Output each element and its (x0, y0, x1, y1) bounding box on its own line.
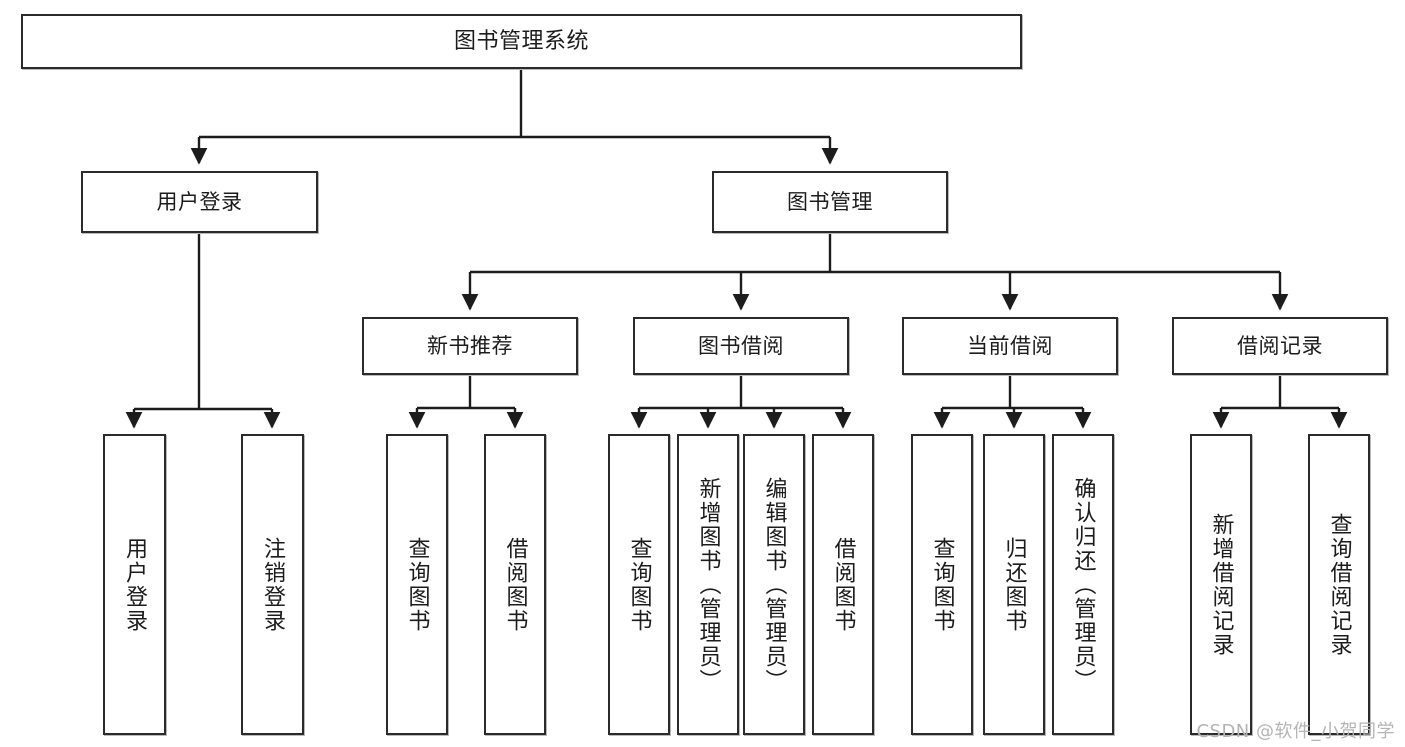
node-label: 归还图书 (1001, 536, 1027, 633)
watermark-text: CSDN @软件_小贺同学 (1196, 721, 1395, 742)
node-leaf-user-login[interactable]: 用户登录 (103, 434, 166, 735)
node-label: 新增借阅记录 (1208, 512, 1234, 657)
node-label: 借阅记录 (1237, 333, 1323, 358)
node-label: 图书借阅 (698, 333, 784, 358)
node-label: 用户登录 (122, 536, 148, 633)
node-label: 新增图书（管理员） (695, 476, 721, 693)
node-label: 借阅图书 (830, 536, 856, 633)
node-new-book-recommend[interactable]: 新书推荐 (362, 317, 578, 375)
node-label: 查询图书 (929, 536, 955, 633)
node-label: 新书推荐 (427, 333, 513, 358)
node-label: 图书管理 (787, 189, 873, 214)
node-label: 确认归还（管理员） (1070, 476, 1096, 693)
node-leaf-edit-book[interactable]: 编辑图书（管理员） (743, 434, 805, 735)
node-root-system[interactable]: 图书管理系统 (21, 14, 1022, 69)
node-leaf-confirm-return[interactable]: 确认归还（管理员） (1052, 434, 1114, 735)
node-leaf-borrow-book[interactable]: 借阅图书 (812, 434, 874, 735)
node-label: 借阅图书 (502, 536, 528, 633)
node-borrow-record[interactable]: 借阅记录 (1172, 317, 1388, 375)
node-label: 查询借阅记录 (1326, 512, 1352, 657)
node-label: 用户登录 (156, 189, 243, 214)
node-book-manage[interactable]: 图书管理 (712, 171, 948, 233)
node-label: 注销登录 (260, 536, 286, 633)
node-leaf-query-book-newbook[interactable]: 查询图书 (386, 434, 448, 735)
node-label: 当前借阅 (967, 333, 1053, 358)
node-book-borrow[interactable]: 图书借阅 (633, 317, 849, 375)
node-leaf-query-borrow-record[interactable]: 查询借阅记录 (1308, 434, 1370, 735)
node-leaf-add-book[interactable]: 新增图书（管理员） (677, 434, 739, 735)
node-label: 查询图书 (626, 536, 652, 633)
node-leaf-return-book[interactable]: 归还图书 (983, 434, 1045, 735)
node-user-login[interactable]: 用户登录 (81, 171, 318, 233)
node-label: 编辑图书（管理员） (761, 476, 787, 693)
node-label: 图书管理系统 (453, 28, 589, 54)
node-leaf-borrow-book-newbook[interactable]: 借阅图书 (484, 434, 546, 735)
node-leaf-add-borrow-record[interactable]: 新增借阅记录 (1190, 434, 1252, 735)
node-leaf-logout[interactable]: 注销登录 (241, 434, 304, 735)
node-label: 查询图书 (404, 536, 430, 633)
node-leaf-query-book-current[interactable]: 查询图书 (911, 434, 973, 735)
node-current-borrow[interactable]: 当前借阅 (902, 317, 1118, 375)
node-leaf-query-book-borrow[interactable]: 查询图书 (608, 434, 670, 735)
